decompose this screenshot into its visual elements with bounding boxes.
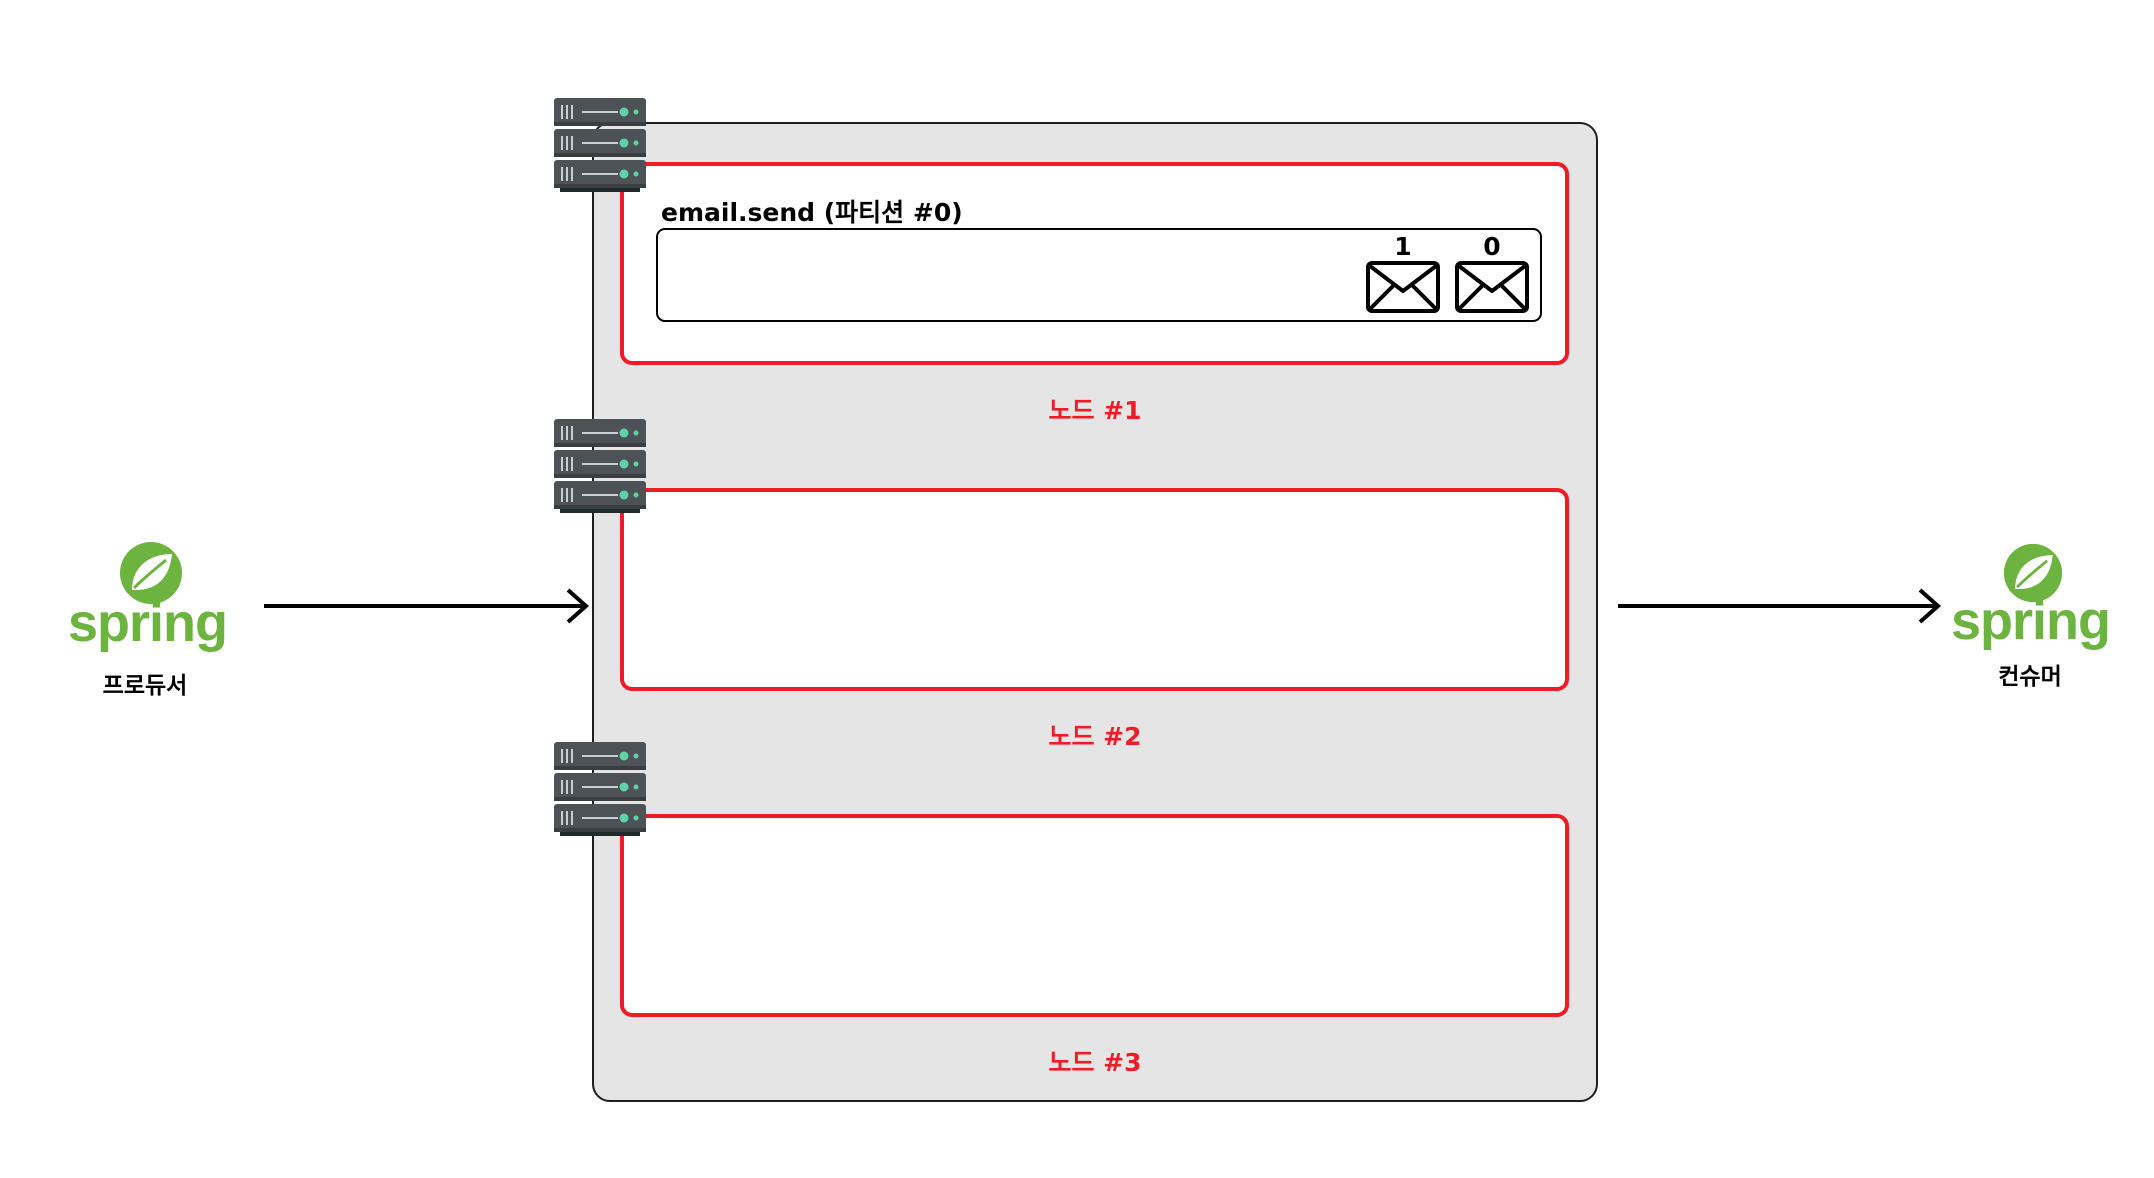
- message-offset-1: 1: [1394, 232, 1412, 261]
- message-offset-0: 0: [1483, 232, 1501, 261]
- consumer-logo-text: spring: [1951, 591, 2111, 651]
- producer-arrow: [264, 588, 590, 624]
- spring-leaf-icon: [120, 542, 182, 604]
- server-rack-icon: [554, 98, 646, 192]
- envelope-icon: [1455, 261, 1529, 313]
- spring-leaf-icon: [2003, 543, 2063, 603]
- partition-title: email.send (파티션 #0): [661, 198, 963, 227]
- node-3-label: 노드 #3: [1048, 1048, 1142, 1077]
- consumer-label: 컨슈머: [1998, 664, 2062, 690]
- producer-label: 프로듀서: [102, 673, 188, 699]
- server-rack-icon: [554, 742, 646, 836]
- server-rack-icon: [554, 419, 646, 513]
- node-3-box: [620, 814, 1569, 1017]
- consumer-arrow: [1618, 588, 1942, 624]
- node-2-label: 노드 #2: [1048, 722, 1142, 751]
- envelope-icon: [1366, 261, 1440, 313]
- node-2-box: [620, 488, 1569, 691]
- node-1-label: 노드 #1: [1048, 396, 1142, 425]
- producer-logo-text: spring: [68, 593, 228, 653]
